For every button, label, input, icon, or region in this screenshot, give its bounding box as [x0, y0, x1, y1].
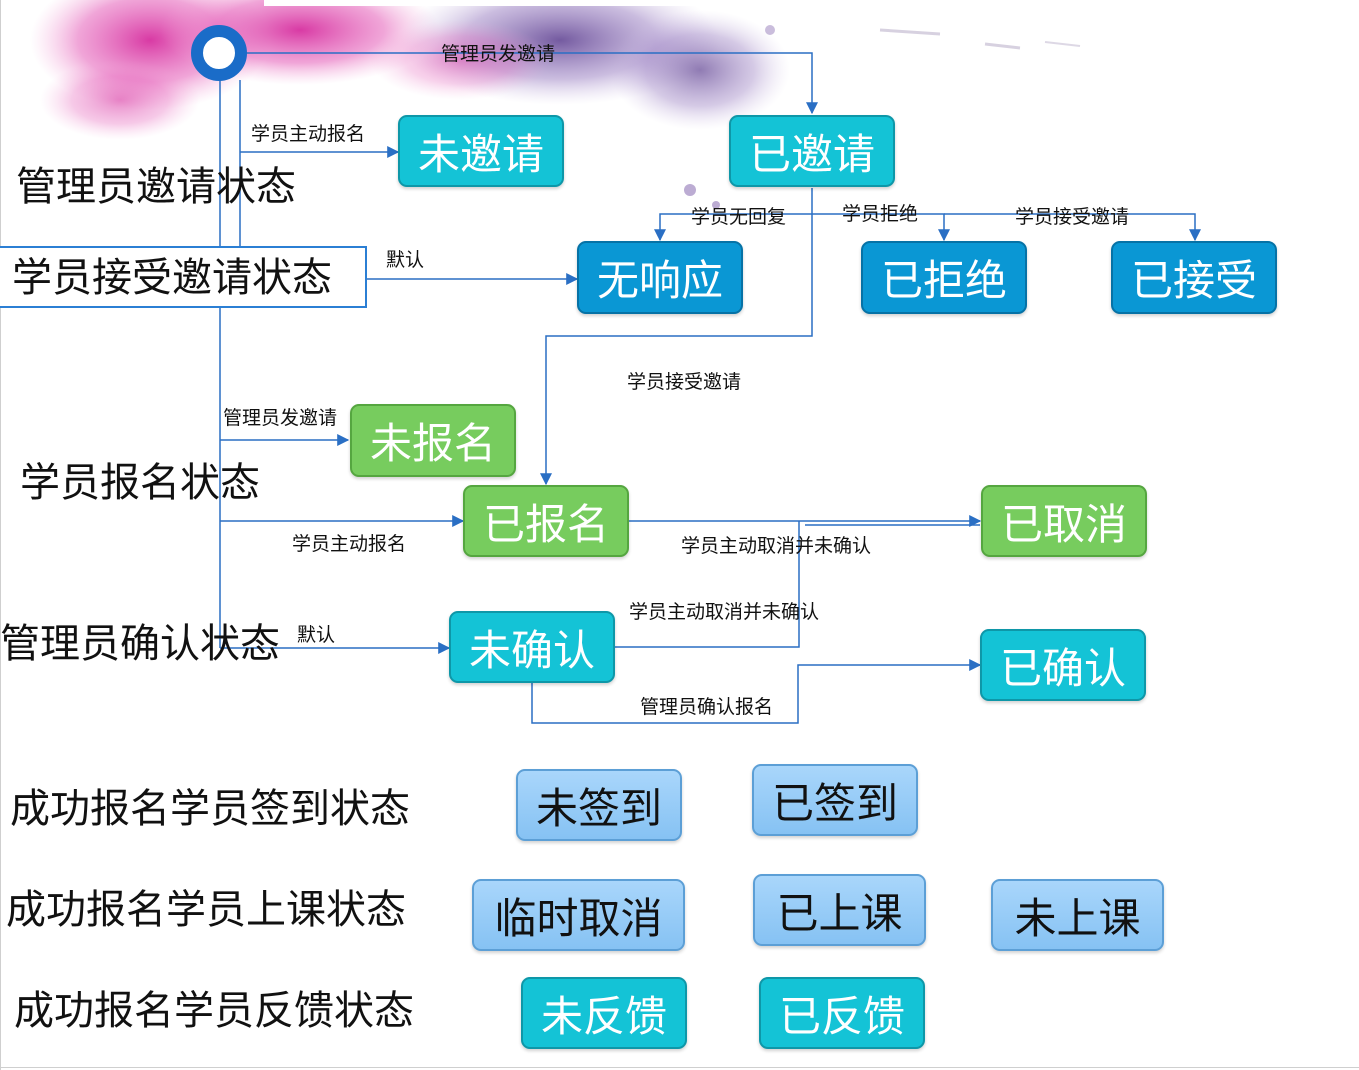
node-not-invited[interactable]: 未邀请 [398, 115, 564, 187]
start-ring-icon [191, 25, 247, 81]
edge-label-admin-invite-top: 管理员发邀请 [441, 43, 556, 65]
edge-no-reply [654, 213, 812, 242]
category-student-signup: 学员报名状态 [20, 460, 260, 506]
node-attended[interactable]: 已上课 [753, 874, 926, 946]
node-cancelled[interactable]: 已取消 [981, 485, 1147, 557]
left-border [0, 0, 1, 1070]
node-no-feedback[interactable]: 未反馈 [521, 977, 687, 1049]
node-no-response[interactable]: 无响应 [577, 241, 743, 314]
edge-label-cancel-2: 学员主动取消并未确认 [629, 601, 820, 623]
edge-accept-to-signed [540, 214, 813, 486]
edge-label-admin-confirm: 管理员确认报名 [640, 696, 774, 718]
category-admin-invite: 管理员邀请状态 [16, 164, 296, 210]
category-admin-confirm: 管理员确认状态 [0, 621, 280, 667]
top-white-strip [264, 0, 754, 6]
category-attendance: 成功报名学员上课状态 [6, 887, 406, 933]
edge-label-accept-down: 学员接受邀请 [627, 371, 742, 393]
edge-accept [944, 213, 1201, 242]
bottom-border [0, 1067, 1359, 1068]
edge-label-self-signup-mid: 学员主动报名 [292, 533, 407, 555]
node-not-checked-in[interactable]: 未签到 [516, 769, 682, 841]
node-not-signed[interactable]: 未报名 [350, 404, 516, 477]
node-unconfirmed[interactable]: 未确认 [449, 611, 615, 683]
edge-admin-invite [240, 52, 818, 115]
edge-label-cancel-1: 学员主动取消并未确认 [681, 535, 872, 557]
node-temp-cancel[interactable]: 临时取消 [472, 879, 685, 951]
node-invited[interactable]: 已邀请 [729, 115, 895, 187]
edge-label-no-reply: 学员无回复 [691, 206, 787, 228]
node-confirmed[interactable]: 已确认 [980, 629, 1146, 701]
category-student-accept: 学员接受邀请状态 [0, 246, 367, 308]
edge-label-accept-right: 学员接受邀请 [1015, 206, 1130, 228]
node-accepted[interactable]: 已接受 [1111, 241, 1277, 314]
node-signed[interactable]: 已报名 [463, 485, 629, 557]
edge-label-reject: 学员拒绝 [842, 203, 919, 225]
category-checkin: 成功报名学员签到状态 [10, 786, 410, 832]
node-not-attended[interactable]: 未上课 [991, 879, 1164, 951]
node-rejected[interactable]: 已拒绝 [861, 241, 1027, 314]
edge-admin-confirm [531, 659, 982, 724]
edge-label-self-signup-top: 学员主动报名 [251, 123, 366, 145]
category-feedback: 成功报名学员反馈状态 [14, 988, 414, 1034]
edge-label-default-confirm: 默认 [297, 624, 336, 646]
node-feedback-done[interactable]: 已反馈 [759, 977, 925, 1049]
edge-label-admin-invite-mid: 管理员发邀请 [223, 407, 338, 429]
edge-cancel-2 [615, 521, 800, 648]
node-checked-in[interactable]: 已签到 [752, 764, 918, 836]
edge-label-default-accept: 默认 [386, 249, 425, 271]
